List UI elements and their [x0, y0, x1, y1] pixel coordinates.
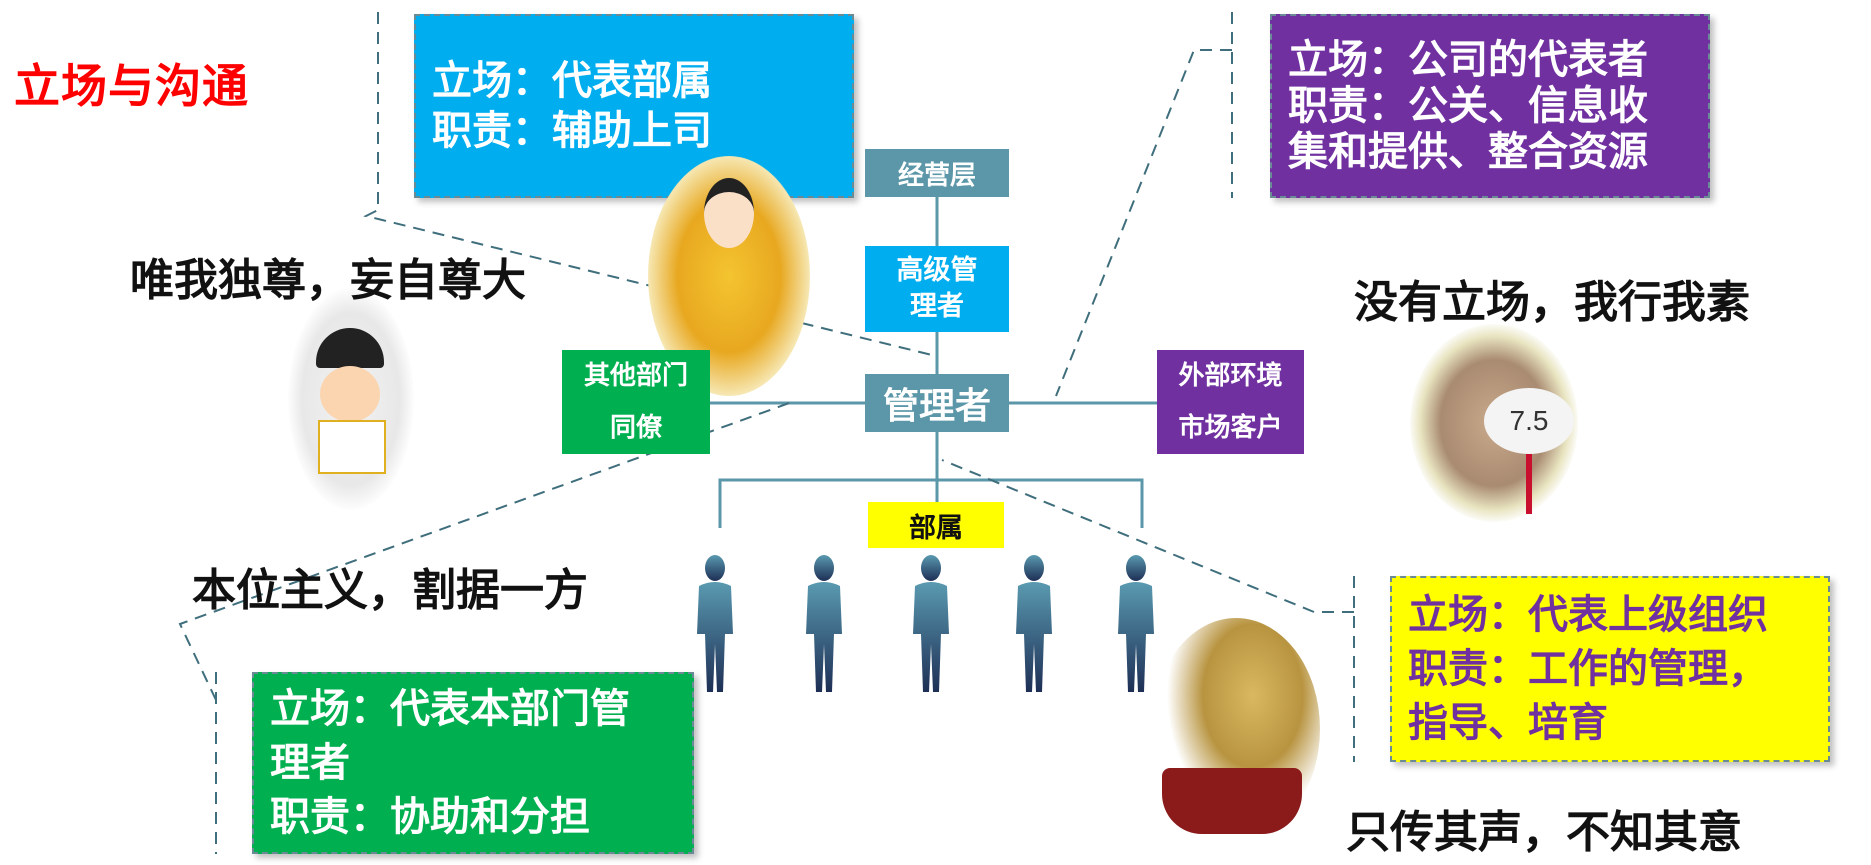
- box-line: 立场：公司的代表者: [1288, 37, 1648, 83]
- subordinates-node: 部属: [868, 502, 1004, 548]
- score-sign: 7.5: [1484, 388, 1574, 454]
- box-line: 立场：代表上级组织: [1408, 592, 1768, 638]
- sign-stick: [1526, 454, 1532, 514]
- box-line: 职责：工作的管理，: [1408, 646, 1768, 692]
- judge-photo: 7.5: [1410, 324, 1578, 522]
- node-label: 外部环境: [1178, 361, 1283, 391]
- page-title: 立场与沟通: [14, 59, 249, 113]
- slogan-departmentalism: 本位主义，割据一方: [192, 565, 588, 616]
- external-environment-node: 外部环境 市场客户: [1157, 350, 1304, 454]
- node-label: 部属: [909, 512, 963, 544]
- slogan-mouthpiece: 只传其声，不知其意: [1346, 807, 1742, 858]
- box-line: 指导、培育: [1408, 700, 1608, 746]
- senior-manager-node: 高级管 理者: [865, 246, 1009, 332]
- upper-organization-box: 立场：代表上级组织 职责：工作的管理， 指导、培育: [1390, 576, 1830, 762]
- emperor-face: [704, 178, 754, 248]
- slogan-no-stance: 没有立场，我行我素: [1354, 277, 1750, 328]
- soldier-image: [288, 288, 414, 510]
- soldier-face: [320, 366, 380, 422]
- node-label: 其他部门: [583, 361, 688, 391]
- person-icon: [913, 555, 949, 692]
- box-line: 职责：公关、信息收: [1288, 83, 1648, 129]
- box-line: 理者: [270, 740, 350, 786]
- box-line: 集和提供、整合资源: [1288, 129, 1648, 175]
- soldier-helmet: [316, 328, 384, 368]
- box-line: 立场：代表部属: [432, 58, 712, 104]
- manager-node: 管理者: [865, 374, 1009, 432]
- person-icon: [1118, 555, 1154, 692]
- person-icon: [697, 555, 733, 692]
- person-icon: [1016, 555, 1052, 692]
- gramophone-image: [1152, 618, 1320, 840]
- gramophone-base: [1162, 768, 1302, 834]
- box-line: 立场：代表本部门管: [270, 686, 630, 732]
- box-line: 职责：辅助上司: [432, 108, 712, 154]
- node-label: 管理者: [882, 386, 991, 427]
- node-label: 理者: [910, 291, 964, 322]
- person-icon: [806, 555, 842, 692]
- company-representative-box: 立场：公司的代表者 职责：公关、信息收 集和提供、整合资源: [1270, 14, 1710, 198]
- department-representative-box: 立场：代表本部门管 理者 职责：协助和分担: [252, 672, 694, 854]
- box-line: 职责：协助和分担: [270, 794, 590, 840]
- node-label: 高级管: [896, 255, 978, 286]
- node-label: 市场客户: [1178, 413, 1283, 443]
- soldier-uniform: [318, 420, 386, 474]
- executive-level-node: 经营层: [865, 149, 1009, 197]
- node-label: 经营层: [897, 160, 976, 191]
- node-label: 同僚: [609, 413, 662, 443]
- emperor-image: [648, 156, 810, 396]
- subordinate-representative-box: 立场：代表部属 职责：辅助上司: [414, 14, 854, 198]
- slogan-arrogant: 唯我独尊，妄自尊大: [130, 255, 526, 306]
- peers-node: 其他部门 同僚: [562, 350, 710, 454]
